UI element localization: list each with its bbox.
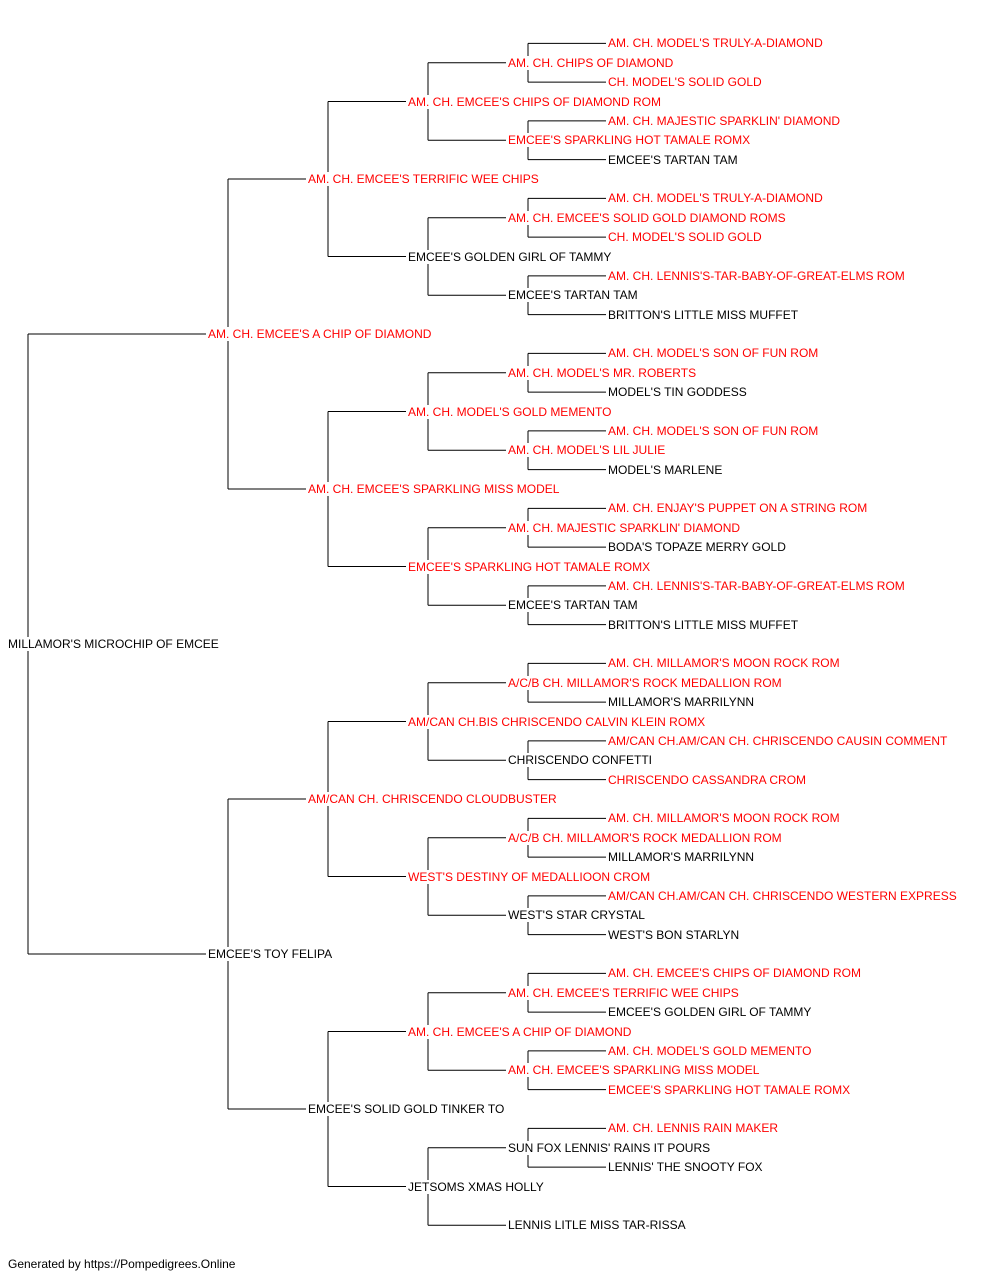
ancestor-name: BRITTON'S LITTLE MISS MUFFET xyxy=(608,617,801,632)
ancestor-name: AM. CH. EMCEE'S TERRIFIC WEE CHIPS xyxy=(308,172,541,186)
ancestor-name: AM. CH. MODEL'S LIL JULIE xyxy=(508,443,668,458)
ancestor-name: EMCEE'S TARTAN TAM xyxy=(608,152,740,167)
ancestor-name: CH. MODEL'S SOLID GOLD xyxy=(608,230,764,245)
ancestor-name: AM. CH. EMCEE'S A CHIP OF DIAMOND xyxy=(208,327,434,341)
ancestor-name: AM/CAN CH.BIS CHRISCENDO CALVIN KLEIN RO… xyxy=(408,714,708,729)
ancestor-name: AM. CH. EMCEE'S A CHIP OF DIAMOND xyxy=(408,1024,634,1039)
ancestor-name: AM. CH. EMCEE'S SPARKLING MISS MODEL xyxy=(308,482,562,496)
ancestor-name: MILLAMOR'S MARRILYNN xyxy=(608,850,757,865)
ancestor-name: EMCEE'S TOY FELIPA xyxy=(208,947,335,961)
ancestor-name: AM. CH. MODEL'S MR. ROBERTS xyxy=(508,365,699,380)
ancestor-name: AM. CH. EMCEE'S TERRIFIC WEE CHIPS xyxy=(508,985,741,1000)
ancestor-name: MODEL'S MARLENE xyxy=(608,462,725,477)
ancestor-name: SUN FOX LENNIS' RAINS IT POURS xyxy=(508,1140,713,1155)
ancestor-name: CHRISCENDO CONFETTI xyxy=(508,753,654,768)
ancestor-name: EMCEE'S TARTAN TAM xyxy=(508,598,640,613)
ancestor-name: WEST'S BON STARLYN xyxy=(608,927,742,942)
ancestor-name: AM. CH. LENNIS'S-TAR-BABY-OF-GREAT-ELMS … xyxy=(608,578,907,593)
ancestor-name: WEST'S STAR CRYSTAL xyxy=(508,908,647,923)
ancestor-name: WEST'S DESTINY OF MEDALLIOON CROM xyxy=(408,869,653,884)
ancestor-name: AM. CH. LENNIS'S-TAR-BABY-OF-GREAT-ELMS … xyxy=(608,268,907,283)
ancestor-name: EMCEE'S TARTAN TAM xyxy=(508,288,640,303)
ancestor-name: EMCEE'S GOLDEN GIRL OF TAMMY xyxy=(408,249,614,264)
ancestor-name: MODEL'S TIN GODDESS xyxy=(608,385,749,400)
ancestor-name: EMCEE'S SOLID GOLD TINKER TO xyxy=(308,1102,507,1116)
ancestor-name: AM. CH. MODEL'S SON OF FUN ROM xyxy=(608,423,821,438)
ancestor-name: A/C/B CH. MILLAMOR'S ROCK MEDALLION ROM xyxy=(508,830,784,845)
ancestor-name: AM/CAN CH.AM/CAN CH. CHRISCENDO WESTERN … xyxy=(608,888,959,903)
ancestor-name: AM. CH. EMCEE'S CHIPS OF DIAMOND ROM xyxy=(408,94,663,109)
ancestor-name: AM. CH. EMCEE'S CHIPS OF DIAMOND ROM xyxy=(608,966,863,981)
ancestor-name: EMCEE'S GOLDEN GIRL OF TAMMY xyxy=(608,1005,814,1020)
ancestor-name: EMCEE'S SPARKLING HOT TAMALE ROMX xyxy=(608,1082,853,1097)
ancestor-name: AM. CH. LENNIS RAIN MAKER xyxy=(608,1121,781,1136)
ancestor-name: BODA'S TOPAZE MERRY GOLD xyxy=(608,540,788,555)
ancestor-name: AM. CH. MODEL'S TRULY-A-DIAMOND xyxy=(608,191,825,206)
ancestor-name: A/C/B CH. MILLAMOR'S ROCK MEDALLION ROM xyxy=(508,675,784,690)
ancestor-name: AM/CAN CH.AM/CAN CH. CHRISCENDO CAUSIN C… xyxy=(608,733,950,748)
ancestor-name: JETSOMS XMAS HOLLY xyxy=(408,1179,546,1194)
ancestor-name: EMCEE'S SPARKLING HOT TAMALE ROMX xyxy=(408,559,653,574)
ancestor-name: AM. CH. MILLAMOR'S MOON ROCK ROM xyxy=(608,811,842,826)
ancestor-name: AM. CH. CHIPS OF DIAMOND xyxy=(508,55,676,70)
ancestor-name: AM. CH. EMCEE'S SOLID GOLD DIAMOND ROMS xyxy=(508,210,788,225)
generated-by-footer: Generated by https://Pompedigrees.Online xyxy=(8,1257,236,1271)
ancestor-name: EMCEE'S SPARKLING HOT TAMALE ROMX xyxy=(508,133,753,148)
ancestor-name: AM. CH. ENJAY'S PUPPET ON A STRING ROM xyxy=(608,501,870,516)
ancestor-name: AM. CH. MODEL'S TRULY-A-DIAMOND xyxy=(608,36,825,51)
ancestor-name: AM. CH. MAJESTIC SPARKLIN' DIAMOND xyxy=(508,520,743,535)
ancestor-name: CH. MODEL'S SOLID GOLD xyxy=(608,75,764,90)
ancestor-name: AM. CH. MODEL'S SON OF FUN ROM xyxy=(608,346,821,361)
ancestor-name: AM. CH. MODEL'S GOLD MEMENTO xyxy=(608,1043,814,1058)
ancestor-name: AM. CH. MAJESTIC SPARKLIN' DIAMOND xyxy=(608,113,843,128)
ancestor-name: AM. CH. MODEL'S GOLD MEMENTO xyxy=(408,404,614,419)
ancestor-name: LENNIS LITLE MISS TAR-RISSA xyxy=(508,1218,688,1233)
ancestor-name: AM/CAN CH. CHRISCENDO CLOUDBUSTER xyxy=(308,792,559,806)
ancestor-name: BRITTON'S LITTLE MISS MUFFET xyxy=(608,307,801,322)
subject-dog-name: MILLAMOR'S MICROCHIP OF EMCEE xyxy=(8,637,221,651)
ancestor-name: AM. CH. MILLAMOR'S MOON ROCK ROM xyxy=(608,656,842,671)
ancestor-name: LENNIS' THE SNOOTY FOX xyxy=(608,1160,765,1175)
ancestor-name: MILLAMOR'S MARRILYNN xyxy=(608,695,757,710)
ancestor-name: AM. CH. EMCEE'S SPARKLING MISS MODEL xyxy=(508,1063,762,1078)
ancestor-name: CHRISCENDO CASSANDRA CROM xyxy=(608,772,809,787)
